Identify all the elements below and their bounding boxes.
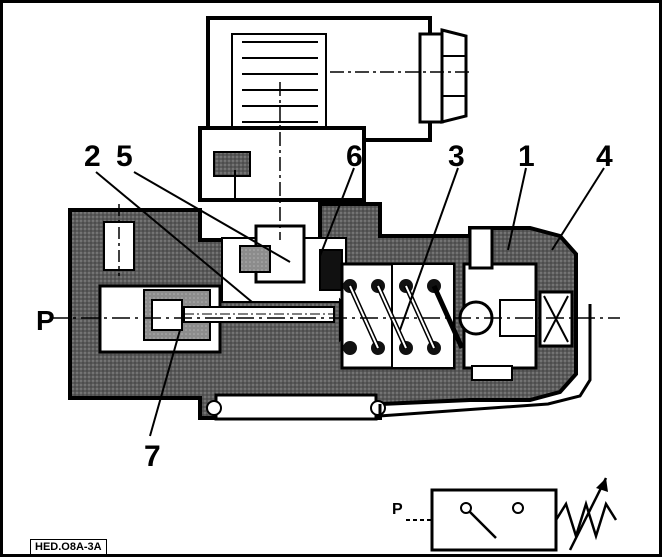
- cable-gland: [330, 28, 470, 124]
- callout-6: 6: [346, 140, 363, 173]
- drawing-reference-label: HED.O8A-3A: [30, 539, 107, 555]
- callout-leaders: [95, 167, 605, 437]
- callout-2: 2: [84, 140, 101, 173]
- armature: [221, 224, 362, 343]
- solenoid-coil: [198, 16, 432, 202]
- pressure-port-label: P: [36, 305, 55, 336]
- callout-4: 4: [596, 140, 613, 173]
- callout-1: 1: [518, 140, 535, 173]
- callout-5: 5: [116, 140, 133, 173]
- symbol-port-label: P: [392, 501, 403, 518]
- callout-7: 7: [144, 440, 161, 473]
- callout-3: 3: [448, 140, 465, 173]
- spring-chamber: [340, 262, 465, 370]
- hydraulic-symbol: [406, 477, 618, 552]
